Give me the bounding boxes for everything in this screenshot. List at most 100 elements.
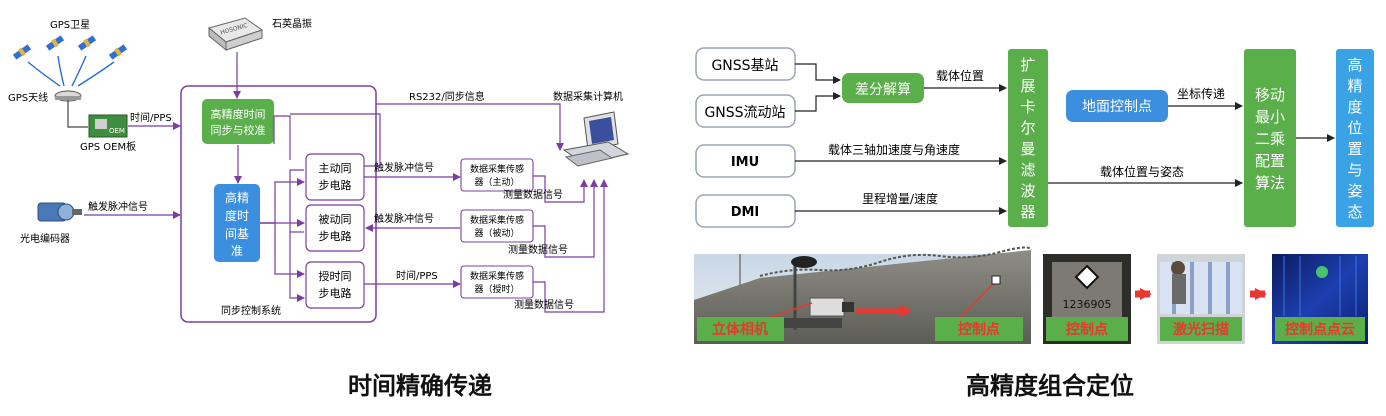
caption-time-transfer: 时间精确传递 — [348, 372, 492, 400]
gps-oem-board-icon: OEM — [88, 114, 128, 138]
integrated-positioning-diagram: GNSS基站 GNSS流动站 差分解算 载体位置 IMU 载体三轴加速度与角速度… — [694, 47, 1374, 344]
output-char: 姿 — [1347, 182, 1362, 200]
meas-data-c: 测量数据信号 — [514, 298, 574, 311]
photoelectric-encoder-icon — [37, 202, 82, 222]
meas-data-a: 测量数据信号 — [503, 188, 563, 201]
target-number: 1236905 — [1063, 298, 1112, 311]
output-char: 精 — [1347, 77, 1362, 95]
passive-sync-circuit — [305, 204, 365, 252]
base-to-circuit-connectors — [260, 115, 305, 302]
sensor-timed-1: 数据采集传感 — [470, 270, 524, 282]
output-char: 与 — [1347, 161, 1362, 179]
quartz-osc-label: 石英晶振 — [272, 17, 312, 30]
output-char: 态 — [1347, 203, 1362, 221]
point-cloud-label: 控制点点云 — [1285, 321, 1355, 338]
diff-solution-box — [842, 73, 924, 103]
imu-label: IMU — [731, 155, 759, 170]
rs232-label: RS232/同步信息 — [409, 90, 485, 103]
sensor-active-1: 数据采集传感 — [470, 163, 524, 175]
ekf-char: 滤 — [1020, 161, 1035, 179]
passive-sync-1: 被动同 — [319, 213, 352, 226]
sync-system-label: 同步控制系统 — [221, 304, 281, 317]
hp-time-sync-line1: 高精度时间 — [211, 107, 266, 121]
hp-time-base-2: 度时 — [225, 208, 249, 223]
antenna-cable — [67, 100, 88, 128]
gnss-rover-label: GNSS流动站 — [704, 105, 785, 121]
laser-scan-tag — [1160, 317, 1242, 341]
meas-data-b: 测量数据信号 — [508, 243, 568, 256]
diff-solution-label: 差分解算 — [855, 82, 911, 98]
stereo-camera-photo: 立体相机 控制点 — [694, 246, 1032, 344]
output-char: 置 — [1347, 140, 1362, 158]
trigger-pulse-b: 触发脉冲信号 — [374, 212, 434, 225]
sensor-active-box — [460, 158, 534, 192]
ekf-char: 器 — [1020, 203, 1035, 221]
sensor-passive-2: 器（被动） — [474, 227, 519, 239]
ctrl-point-label-2: 控制点 — [1066, 321, 1108, 338]
timed-sync-2: 步电路 — [319, 287, 352, 300]
dmi-label: DMI — [731, 205, 760, 220]
oem-chip-label: OEM — [109, 127, 125, 135]
hp-time-base-box — [214, 184, 260, 262]
computer-icon — [562, 111, 630, 167]
gps-satellite-label: GPS卫星 — [50, 19, 90, 31]
imu-signal-label: 载体三轴加速度与角速度 — [828, 142, 960, 157]
carrier-pos-att-label: 载体位置与姿态 — [1100, 164, 1184, 179]
ekf-char: 卡 — [1020, 98, 1035, 116]
hp-time-base-3: 间基 — [225, 227, 249, 241]
hp-time-base-4: 准 — [231, 244, 243, 258]
ekf-box — [1008, 49, 1048, 227]
mls-line: 二乘 — [1255, 130, 1285, 148]
encoder-trigger-label: 触发脉冲信号 — [88, 200, 148, 213]
ekf-char: 扩 — [1020, 56, 1035, 74]
mls-line: 算法 — [1255, 174, 1285, 192]
gps-antenna-icon — [54, 90, 82, 102]
carrier-pos-label: 载体位置 — [936, 68, 984, 83]
quartz-oscillator-icon: HOSONIC — [207, 17, 264, 52]
time-pps-label-2: 时间/PPS — [396, 269, 438, 282]
mls-line: 最小 — [1255, 108, 1285, 126]
active-sync-circuit — [305, 153, 365, 201]
satellite-icon — [77, 35, 97, 51]
hp-time-base-1: 高精 — [225, 190, 249, 205]
output-label: 高 精 度 位 置 与 姿 态 — [1347, 56, 1362, 221]
mls-line: 配置 — [1255, 152, 1285, 170]
hp-time-sync-line2: 同步与校准 — [211, 123, 266, 137]
stereo-camera-label: 立体相机 — [712, 321, 768, 338]
gps-satellites — [12, 35, 128, 87]
laser-scan-label: 激光扫描 — [1173, 321, 1229, 338]
active-sync-1: 主动同 — [319, 162, 352, 175]
daq-computer-label: 数据采集计算机 — [553, 90, 623, 103]
sensor-passive-1: 数据采集传感 — [470, 214, 524, 226]
mls-algorithm-box — [1244, 49, 1296, 227]
ctrl-point-label-1: 控制点 — [958, 321, 1000, 338]
gnss-to-diff-connectors — [795, 63, 841, 112]
measurement-data-lines — [290, 103, 608, 313]
trigger-pulse-a: 触发脉冲信号 — [374, 161, 434, 174]
stereo-camera-tag — [697, 317, 784, 341]
ekf-char: 曼 — [1020, 140, 1035, 158]
ekf-label: 扩 展 卡 尔 曼 滤 波 器 — [1020, 56, 1035, 221]
output-box — [1336, 49, 1374, 227]
ground-control-box — [1066, 90, 1168, 122]
satellite-icon — [45, 35, 65, 51]
coord-transfer-label: 坐标传递 — [1177, 86, 1225, 101]
gps-antenna-label: GPS天线 — [8, 91, 48, 104]
satellite-icon — [108, 44, 128, 60]
point-cloud-photo: 控制点点云 — [1272, 254, 1368, 344]
control-point-photo: 1236905 控制点 — [1043, 254, 1131, 344]
sensor-timed-2: 器（授时） — [474, 283, 519, 295]
ekf-char: 波 — [1020, 182, 1035, 200]
caption-integrated-positioning: 高精度组合定位 — [966, 372, 1134, 400]
ekf-char: 尔 — [1020, 119, 1035, 137]
output-char: 位 — [1347, 119, 1362, 137]
passive-sync-2: 步电路 — [319, 230, 352, 243]
ctrl-point-tag-2 — [1046, 317, 1128, 341]
sensor-active-2: 器（主动） — [474, 176, 519, 188]
gnss-base-label: GNSS基站 — [711, 57, 778, 74]
hp-time-sync-box — [202, 99, 274, 144]
ekf-char: 展 — [1020, 77, 1035, 95]
active-sync-2: 步电路 — [319, 179, 352, 192]
laser-scan-photo: 激光扫描 — [1157, 254, 1245, 344]
